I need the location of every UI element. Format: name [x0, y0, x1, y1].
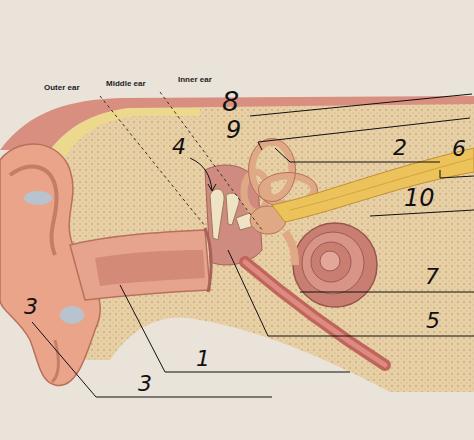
- eardrum: [205, 228, 211, 292]
- cartilage: [60, 306, 84, 324]
- region-divider: [100, 96, 205, 226]
- callout-number: 3: [24, 296, 38, 318]
- eustachian-tube: [245, 262, 385, 365]
- cochlea: [293, 223, 377, 307]
- callout-number: 2: [393, 137, 407, 159]
- region-label: Inner ear: [178, 76, 212, 84]
- region-divider: [160, 92, 262, 230]
- temporal-bone: [60, 100, 474, 392]
- callout-number: 4: [172, 136, 186, 158]
- callout-number: 5: [426, 310, 440, 332]
- callout-number: 10: [404, 186, 435, 210]
- canal-lumen: [95, 250, 205, 286]
- callout-number: 6: [452, 138, 466, 160]
- pinna-fold: [10, 167, 57, 255]
- nerve-fiber: [290, 158, 474, 210]
- region-label: Outer ear: [44, 84, 80, 92]
- eustachian-lumen: [245, 262, 385, 365]
- callout-number: 7: [425, 266, 439, 288]
- leader-lines: [32, 94, 474, 397]
- cochlear-nerve: [272, 148, 474, 222]
- callout-number: 3: [138, 373, 152, 395]
- callout-number: 8: [222, 88, 239, 115]
- malleus: [210, 189, 224, 240]
- cochlea-base: [285, 232, 295, 265]
- cartilage: [24, 191, 52, 205]
- callout-number: 9: [226, 118, 241, 142]
- callout-number: 1: [196, 348, 210, 370]
- region-label: Middle ear: [106, 80, 146, 88]
- ear-canal: [70, 230, 210, 300]
